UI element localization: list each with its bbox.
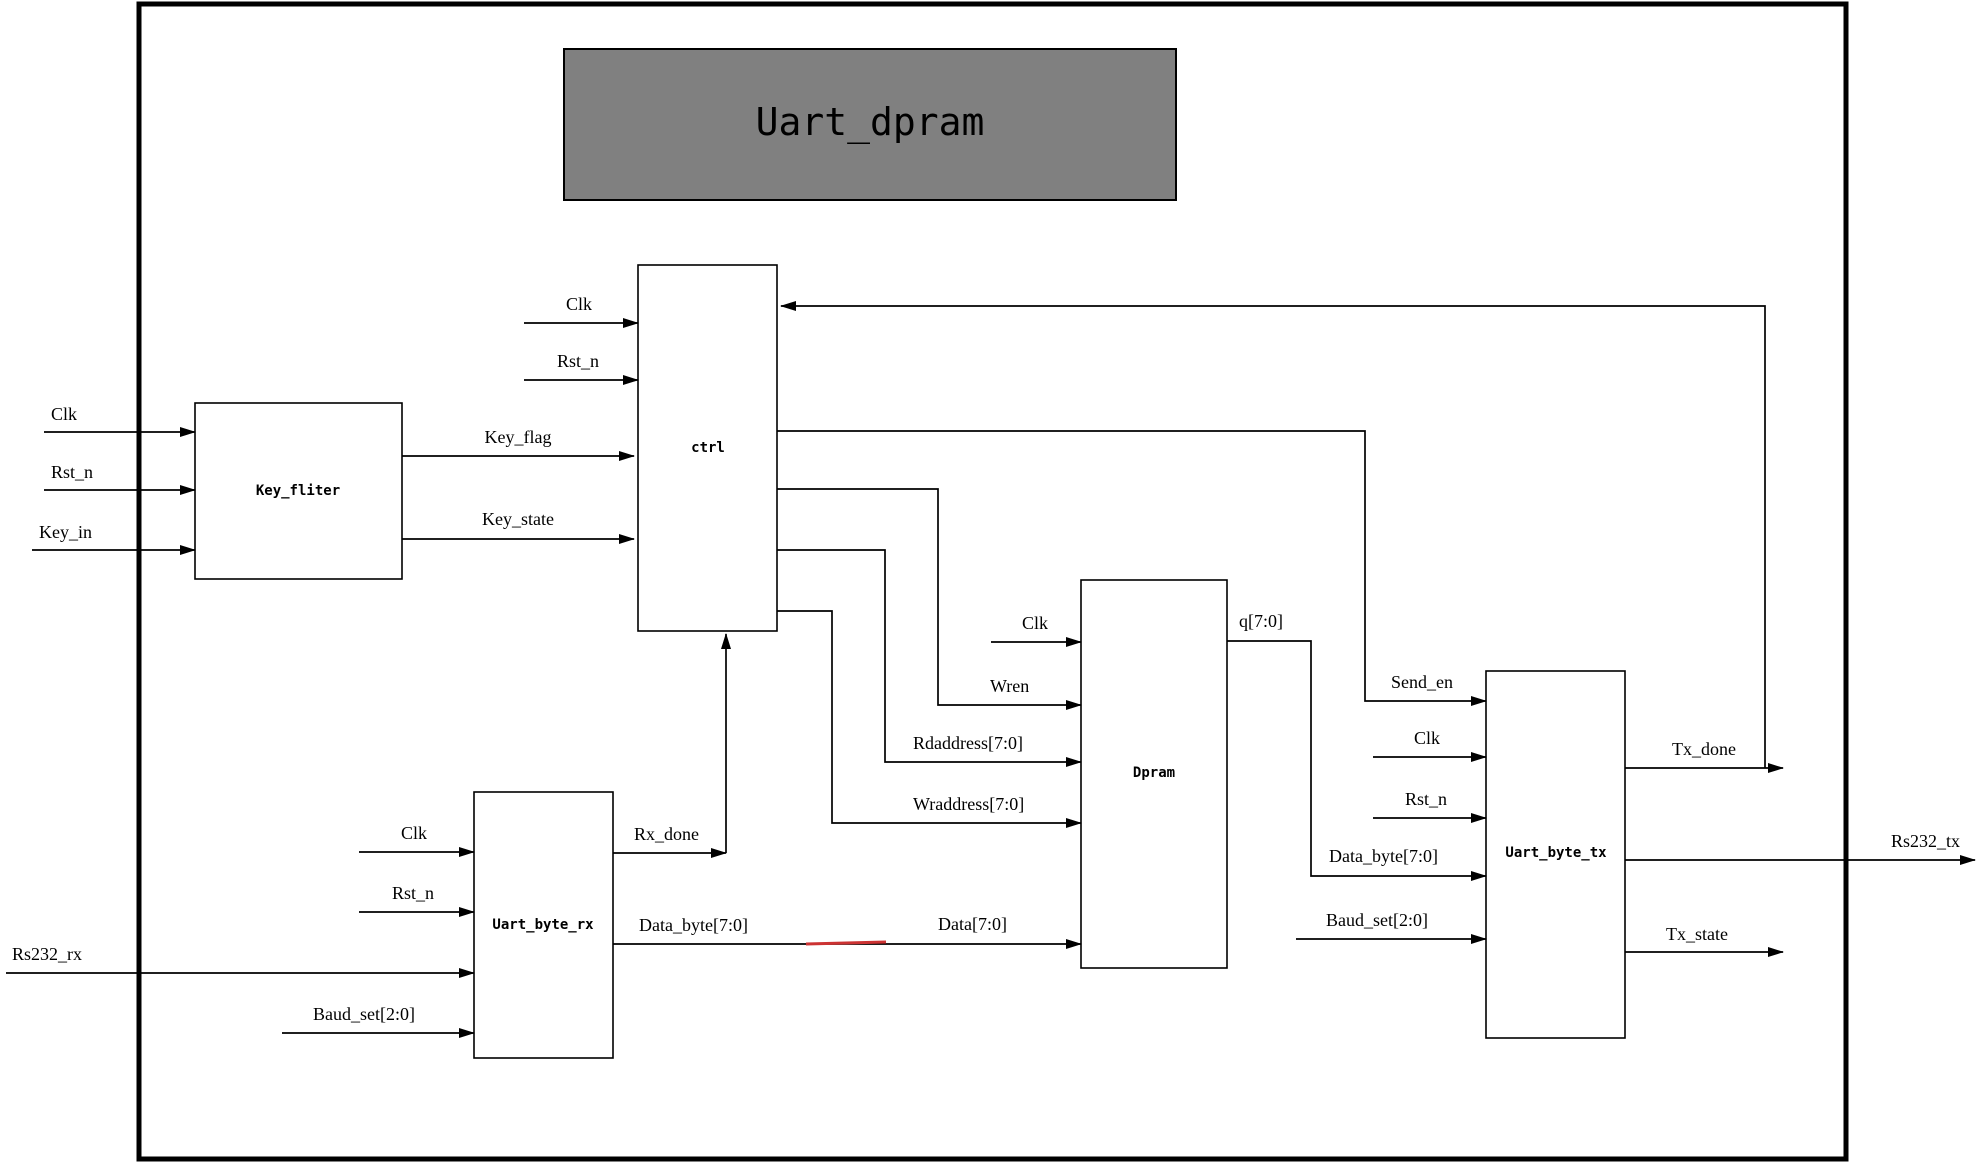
wren-wire — [777, 488, 1082, 710]
dp-wren-label: Wren — [990, 676, 1029, 696]
ctrl-rst-n-label: Rst_n — [557, 351, 599, 371]
wraddress-wire — [777, 610, 1082, 828]
tx-clk-label: Clk — [1414, 728, 1440, 748]
outer-frame — [136, 1, 1849, 1162]
dp-rdaddress-label: Rdaddress[7:0] — [913, 733, 1023, 753]
dp-q-wire — [1227, 640, 1487, 881]
diagram-title: Uart_dpram — [756, 100, 985, 145]
rs232-rx-label: Rs232_rx — [12, 944, 82, 964]
ctrl-block — [637, 264, 778, 632]
key-state-label: Key_state — [482, 509, 554, 529]
ctrl-label: ctrl — [691, 440, 725, 456]
tx-rst-n-label: Rst_n — [1405, 789, 1447, 809]
title-box — [563, 48, 1177, 201]
ctrl-clk-label: Clk — [566, 294, 592, 314]
dpram-block — [1080, 579, 1228, 969]
tx-state-label: Tx_state — [1666, 924, 1728, 944]
uart-byte-rx-block — [473, 791, 614, 1059]
uart-byte-tx-label: Uart_byte_tx — [1505, 845, 1607, 861]
tx-done-feedback-wire — [780, 301, 1766, 768]
uart-byte-tx-block — [1485, 670, 1626, 1039]
dp-data-label: Data[7:0] — [938, 914, 1007, 934]
tx-data-byte-label: Data_byte[7:0] — [1329, 846, 1438, 866]
dp-wraddress-label: Wraddress[7:0] — [913, 794, 1024, 814]
kf-clk-label: Clk — [51, 404, 77, 424]
dp-q-label: q[7:0] — [1239, 611, 1283, 631]
rx-data-byte-label: Data_byte[7:0] — [639, 915, 748, 935]
dp-clk-label: Clk — [1022, 613, 1048, 633]
kf-rst-n-label: Rst_n — [51, 462, 93, 482]
rx-baud-set-label: Baud_set[2:0] — [313, 1004, 415, 1024]
rx-rst-n-label: Rst_n — [392, 883, 434, 903]
key-fliter-label: Key_fliter — [256, 483, 340, 499]
tx-baud-set-label: Baud_set[2:0] — [1326, 910, 1428, 930]
rs232-tx-label: Rs232_tx — [1891, 831, 1960, 851]
tx-done-label: Tx_done — [1672, 739, 1736, 759]
rx-done-label: Rx_done — [634, 824, 699, 844]
dpram-label: Dpram — [1133, 765, 1175, 781]
send-en-wire — [777, 430, 1487, 706]
key-fliter-block — [194, 402, 403, 580]
rx-clk-label: Clk — [401, 823, 427, 843]
uart-byte-rx-label: Uart_byte_rx — [492, 917, 594, 933]
data-wire-highlight — [805, 940, 887, 946]
kf-key-in-label: Key_in — [39, 522, 92, 542]
rdaddress-wire — [777, 549, 1082, 767]
tx-send-en-label: Send_en — [1391, 672, 1453, 692]
key-flag-label: Key_flag — [485, 427, 552, 447]
